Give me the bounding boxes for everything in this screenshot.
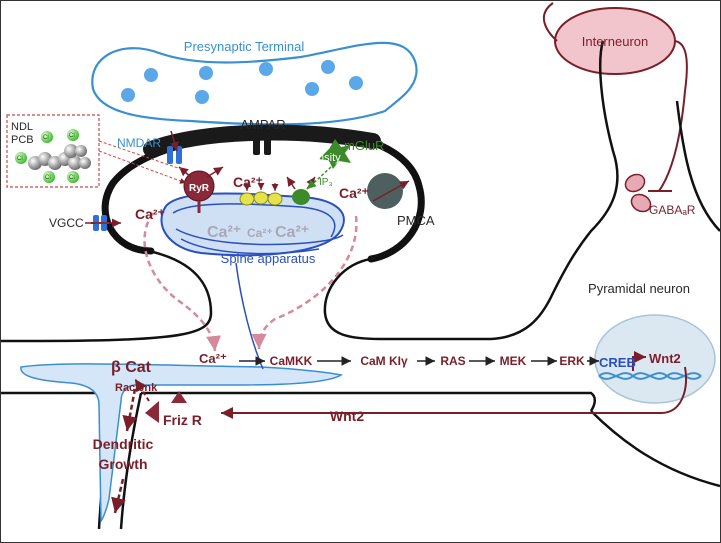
gabaar-receptor [624,173,652,213]
pcb-label: PCB [11,134,34,146]
pyramidal-neuron-label: Pyramidal neuron [588,281,690,296]
density-label: Density [304,152,341,164]
growth-label: Growth [99,456,148,472]
creb-to-wnt2-arrow [632,351,646,371]
cl-atom-label: Cl [43,135,49,141]
mek-label: MEK [500,354,527,368]
cl-atom-label: Cl [69,175,75,181]
ras-label: RAS [440,354,465,368]
spine-er-connection [235,262,264,370]
pcb-to-ryr-pointer-1 [98,150,187,184]
cl-atom-label: Cl [69,133,75,139]
camkk-label: CaMKK [270,354,313,368]
interneuron-axon-left [542,2,558,42]
ca-label-vgcc: Ca²⁺ [135,206,165,222]
wnt2-label: Wnt2 [330,408,364,424]
ca-flux-right [251,215,358,350]
ca-store-label-1: Ca²⁺ [207,224,241,241]
spine-neck-right [323,40,619,341]
presynaptic-terminal-outline [91,41,418,126]
camk-label: CaM KIγ [360,354,408,368]
interneuron-label: Interneuron [582,34,649,49]
chlorine-atom-labels: Cl Cl Cl Cl Cl [17,133,75,181]
pmca-pump [367,173,403,209]
synaptic-vesicles [121,60,363,104]
nmdar-label: NMDAR [117,136,161,150]
pcb-molecule [15,129,91,183]
dendritic-label: Dendritic [93,436,154,452]
ryr-label: RyR [189,183,210,194]
ca-label-pmca: Ca²⁺ [339,185,369,201]
frizzled-receptor [145,391,187,423]
wnt2-secretion-arrow [221,366,687,419]
racjnk-to-growth-arrow [122,388,138,432]
friz-to-racjnk-arrow [134,378,150,402]
friz-r-label: Friz R [163,412,202,428]
ip3r-ca-arrow [286,176,296,190]
dendrite-bottom-edge [1,391,107,530]
ip3-receptor [292,189,310,205]
ampar-label: AMPAR [240,117,285,132]
spine-apparatus-label: Spine apparatus [221,251,316,266]
spine-neck-left [1,249,213,343]
ip3-label: IP₃ [319,177,333,188]
ca-label-dendrite: Ca²⁺ [199,351,227,366]
dendrite-bottom-edge-3 [141,391,596,412]
interneuron-axon [658,40,688,192]
pyramidal-soma-bottom [590,410,720,488]
ca-store-label-2: Ca²⁺ [247,226,273,240]
beta-cat-label: β Cat [111,359,152,376]
mglur-label: mGluR [344,138,384,153]
ryr-ca-arrow [206,166,224,178]
ca-store-label-3: Ca²⁺ [275,224,309,241]
ca-pumps [239,191,283,206]
postsynaptic-label: Postsynaptic [189,155,252,167]
dendritic-growth-arrow [111,478,126,514]
ampar-receptor [253,135,271,155]
pmca-label: PMCA [397,213,435,228]
wnt2-gene-label: Wnt2 [649,351,681,366]
mglur-ip3-arrow [306,166,332,190]
dna-strand-2 [598,372,702,380]
presynaptic-terminal-label: Presynaptic Terminal [184,39,305,54]
pyramidal-soma-right-edge [675,100,720,232]
cl-atom-label: Cl [17,156,23,162]
dendritic-er [20,363,344,524]
pcb-to-ryr-pointer-2 [98,140,182,170]
rac-jnk-label: Rac/Jnk [115,382,158,394]
cl-atom-label: Cl [45,175,51,181]
gabaar-label: GABAₐR [649,203,696,217]
creb-label: CREB [599,355,636,370]
ndl-label: NDL [11,121,33,133]
mglur-receptor [319,139,351,169]
vgcc-label: VGCC [49,216,84,230]
ryr-receptor [183,170,215,213]
pump-arrows [243,182,279,191]
ca-flux-left [143,212,221,352]
spine-apparatus [160,192,345,257]
pmca-ca-arrow [372,180,410,202]
erk-label: ERK [559,354,585,368]
ca-label-spine-top: Ca²⁺ [233,174,263,190]
nmdar-ca-arrow [170,130,179,152]
